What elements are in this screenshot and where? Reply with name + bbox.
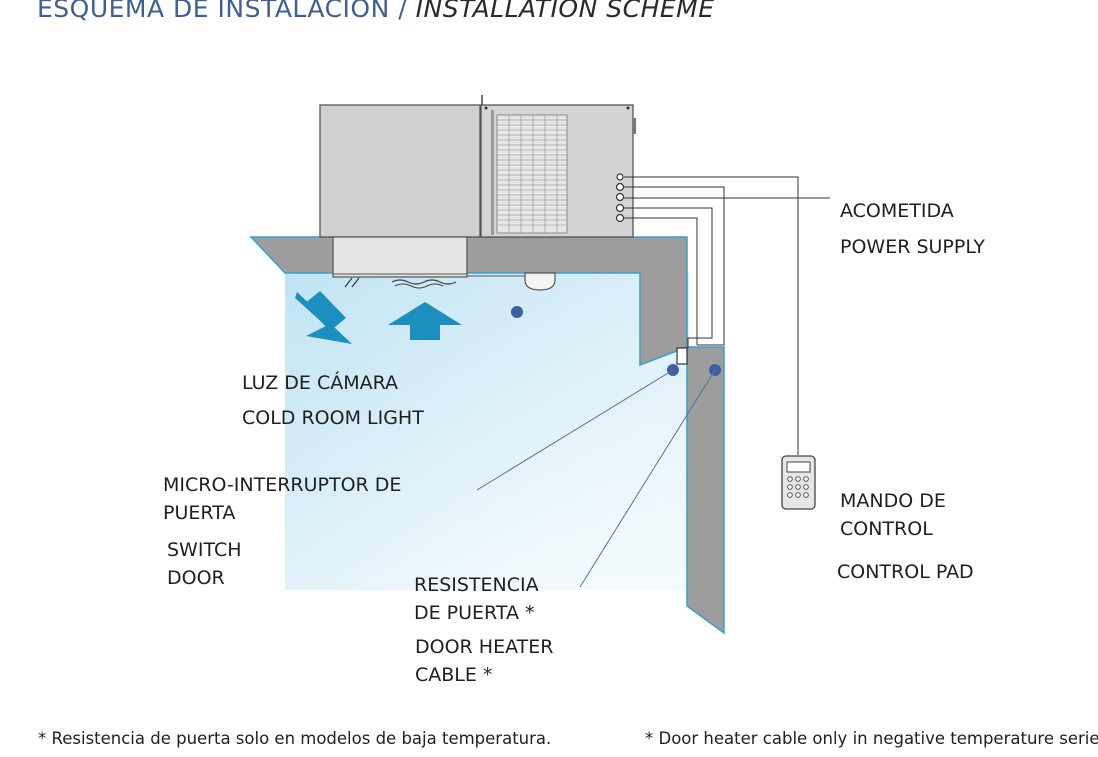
unit-condenser (480, 104, 636, 238)
air-intake-arrow-icon (388, 302, 462, 340)
acometida-label: ACOMETIDA (840, 200, 954, 222)
wiring (624, 176, 830, 455)
resistencia-label-line1: RESISTENCIA (414, 574, 539, 596)
heater-leader-line (579, 369, 716, 588)
air-outlet-arrow-body (304, 291, 346, 331)
light-marker-dot (511, 306, 523, 318)
mando-label-line2: CONTROL (840, 518, 933, 540)
control-pad-label: CONTROL PAD (837, 561, 974, 583)
cold-room-light-label: COLD ROOM LIGHT (242, 407, 424, 429)
page-title: ESQUEMA DE INSTALACIÓN / INSTALLATION SC… (37, 0, 715, 23)
door-heater-label-line1: DOOR HEATER (415, 636, 554, 658)
footnote-es: * Resistencia de puerta solo en modelos … (38, 729, 552, 748)
title-es: ESQUEMA DE INSTALACIÓN / (37, 0, 408, 23)
title-en: INSTALLATION SCHEME (415, 0, 715, 23)
mando-label-line1: MANDO DE (840, 490, 946, 512)
switch-leader-line (476, 369, 674, 491)
resistencia-label-line2: DE PUERTA * (414, 602, 535, 624)
evaporator (332, 236, 468, 289)
cold-room-zone (285, 273, 689, 590)
cold-room-lamp (467, 272, 556, 291)
micro-switch-label-line2: PUERTA (163, 502, 236, 524)
control-pad-icon (781, 455, 816, 510)
switch-door-label-line1: SWITCH (167, 539, 242, 561)
switch-door-label-line2: DOOR (167, 567, 225, 589)
luz-camara-label: LUZ DE CÁMARA (242, 372, 399, 394)
power-supply-label: POWER SUPPLY (840, 236, 985, 258)
unit-left-box (319, 104, 481, 238)
unit-connectors (615, 173, 625, 223)
footnote-en: * Door heater cable only in negative tem… (645, 729, 1098, 748)
micro-switch-label-line1: MICRO-INTERRUPTOR DE (163, 474, 402, 496)
door-heater-label-line2: CABLE * (415, 664, 493, 686)
wall-panel (686, 346, 725, 635)
door-switch-box (676, 347, 688, 365)
